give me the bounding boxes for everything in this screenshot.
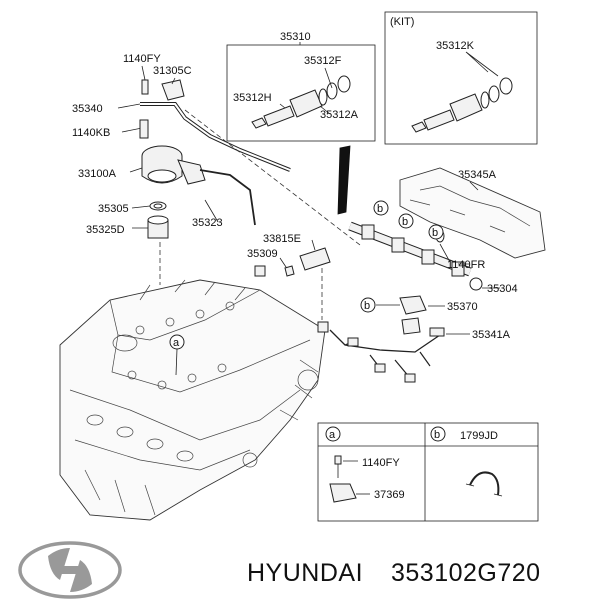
rail-cover-illustration xyxy=(399,167,546,259)
marker-a: a xyxy=(169,334,185,376)
svg-text:b: b xyxy=(432,227,438,239)
callout-33100A: 33100A xyxy=(78,168,117,180)
part-number: 353102G720 xyxy=(391,559,541,587)
svg-text:b: b xyxy=(377,203,383,215)
callout-35340: 35340 xyxy=(72,103,103,115)
kit-callout-box: (KIT) 35312K xyxy=(384,11,538,145)
rail-bracket-illustration xyxy=(376,295,445,335)
callout-1140FR: 1140FR xyxy=(447,259,485,271)
legend-b-part: 1799JD xyxy=(460,430,498,442)
kit-header: (KIT) xyxy=(390,16,414,28)
injector-harness-illustration xyxy=(329,327,470,383)
legend-col-a-header: a xyxy=(325,426,341,442)
pump-seal-illustration xyxy=(131,201,169,239)
marker-b-3: b xyxy=(428,224,444,240)
callout-35312F: 35312F xyxy=(304,55,342,67)
high-pressure-pump-illustration xyxy=(129,145,256,226)
legend-col-b-header: b xyxy=(430,426,446,442)
callout-1140KB: 1140KB xyxy=(72,127,110,139)
callout-35370: 35370 xyxy=(447,301,478,313)
hyundai-logo-icon xyxy=(18,541,122,599)
callout-35345A: 35345A xyxy=(458,169,497,181)
callout-35341A: 35341A xyxy=(472,329,511,341)
legend-table: a b 1799JD 1140FY 37369 xyxy=(317,422,539,522)
callout-35309: 35309 xyxy=(247,248,278,260)
callout-35312H: 35312H xyxy=(233,92,272,104)
engine-block-illustration xyxy=(59,279,326,521)
svg-text:a: a xyxy=(329,429,336,441)
kit-injector-illustration xyxy=(411,77,513,133)
marker-b-1: b xyxy=(373,200,389,216)
fuel-injector-illustration xyxy=(251,75,351,129)
callout-31305C: 31305C xyxy=(153,65,192,77)
callout-1140FY-top: 1140FY xyxy=(123,53,161,65)
pressure-sensor-illustration xyxy=(254,239,331,277)
fuel-rail-illustration xyxy=(348,221,500,291)
fuel-line-illustration xyxy=(117,65,291,172)
callout-35312A: 35312A xyxy=(320,109,359,121)
callout-35323: 35323 xyxy=(192,217,223,229)
svg-text:b: b xyxy=(364,300,370,312)
injector-callout-box: 35310 35312F 35312H 35312A xyxy=(226,31,376,142)
legend-clip-illustration xyxy=(465,471,503,497)
callout-35304: 35304 xyxy=(487,283,518,295)
injector-pointer-arrow xyxy=(337,145,351,215)
callout-33815E: 33815E xyxy=(263,233,301,245)
callout-35305: 35305 xyxy=(98,203,129,215)
callout-35325D: 35325D xyxy=(86,224,125,236)
legend-bolt-illustration xyxy=(329,455,370,503)
svg-text:b: b xyxy=(402,216,408,228)
legend-a-part-2: 37369 xyxy=(374,489,405,501)
svg-text:a: a xyxy=(173,337,180,349)
marker-b-2: b xyxy=(398,213,414,229)
marker-b-4: b xyxy=(360,297,376,313)
brand-text: HYUNDAI xyxy=(247,559,363,587)
legend-a-part-1: 1140FY xyxy=(362,457,400,469)
callout-35310: 35310 xyxy=(280,31,311,43)
svg-text:b: b xyxy=(434,429,440,441)
callout-35312K: 35312K xyxy=(436,40,475,52)
